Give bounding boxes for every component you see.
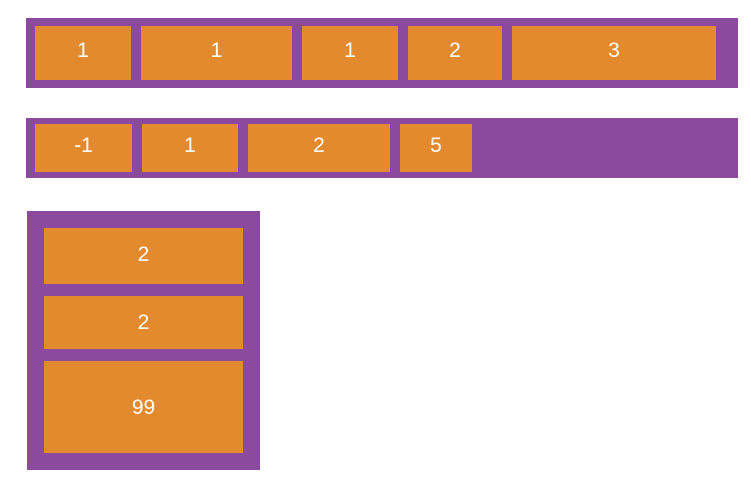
- flex-item: 2: [44, 296, 243, 349]
- flex-item: 2: [408, 26, 502, 80]
- flex-item: 3: [512, 26, 716, 80]
- flex-item: 1: [302, 26, 398, 80]
- flex-column-1: 2 2 99: [44, 228, 243, 453]
- flex-container-row-1: 1 1 1 2 3: [26, 18, 738, 88]
- flex-row-1: 1 1 1 2 3: [35, 26, 729, 80]
- flex-item: 1: [35, 26, 131, 80]
- flex-item: 99: [44, 361, 243, 453]
- flex-item: 1: [141, 26, 292, 80]
- flex-row-2: -1 1 2 5: [35, 124, 729, 172]
- flex-item: 5: [400, 124, 472, 172]
- flex-container-column-1: 2 2 99: [27, 211, 260, 470]
- flex-container-row-2: -1 1 2 5: [26, 118, 738, 178]
- flex-item: 1: [142, 124, 238, 172]
- flex-item: -1: [35, 124, 132, 172]
- flex-item: 2: [248, 124, 390, 172]
- flex-item: 2: [44, 228, 243, 284]
